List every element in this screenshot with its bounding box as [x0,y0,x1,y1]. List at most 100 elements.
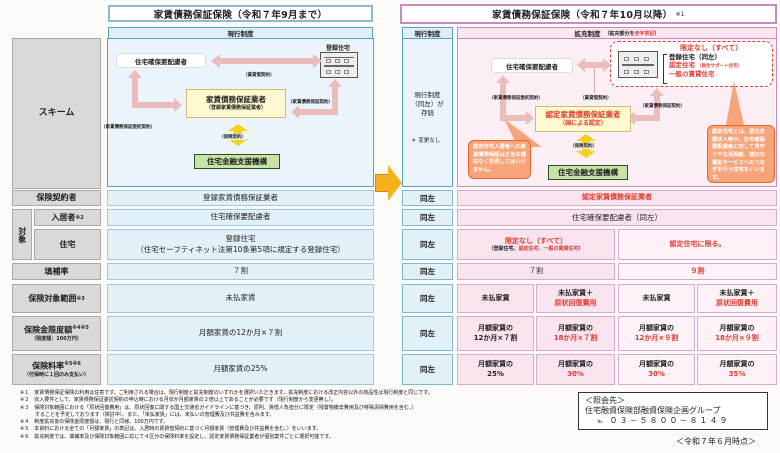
needing-person-box: 住宅確保要配慮者 [116,53,206,68]
row-label-limit: 保険金限度額※4※5 （限度額：100万円） [12,316,101,351]
right-scope-1: 未払家賃 [457,284,534,313]
right-scope-4: 未払家賃＋原状回復費用 [697,284,777,313]
right-housing-a: 限定なし（すべて） （登録住宅、認定住宅、一般の賃貸住宅） [457,229,615,260]
right-scheme-panel: 住宅確保要配慮者 限定なし（すべて） 登録住宅（同左） 認定住宅（居住サポート住… [457,38,777,187]
transition-arrow-icon [375,165,403,201]
right-coverage-rate-b: ９割 [618,263,777,280]
left-scheme-panel: 登録住宅 住宅確保要配慮者 （賃貸借契約） 家賃債務保証業者 （登録家賃債務保証… [101,38,374,187]
contact-dept: 住宅融資保険部融資保険企画グループ [585,406,721,415]
lease-line [594,68,595,93]
footnote-6: ※６ 拡充制度では、填補率及び保険対象範囲に応じて４区分の保険料率を設定し、認定… [20,433,334,440]
lease-arrow-new [583,62,605,68]
row-label-scheme: スキーム [12,38,101,189]
arrow-head-r3 [603,58,611,72]
footnotes: ※１ 家賃債務保証保険の利用は任意です。ご利用される場合は、現行制度と拡充制度の… [20,390,560,441]
needing-person-box-new: 住宅確保要配慮者 [491,58,573,73]
mid-contractor: 同左 [402,190,453,206]
certified-guarantor-box: 認定家賃債務保証業者 （国による認定） [535,106,631,132]
guarantee-arrow-h-new [634,115,660,121]
left-title: 家賃債務保証保険（令和７年9月まで） [108,5,373,22]
row-label-target: 対象 [12,209,32,260]
consignment-arrow-new [500,81,506,121]
right-contractor: 認定家賃債務保証業者 [457,190,777,206]
lease-label: （賃貸借契約） [243,73,275,78]
mid-scheme-text: 現行制度 [414,91,441,99]
left-scope: 未払家賃 [107,284,374,313]
lease-label-new: （賃貸借契約） [580,96,612,101]
building-icon-new [618,51,658,78]
arrow-head-up-2 [328,79,342,87]
agency-box: 住宅金融支援機構 [194,154,280,169]
consignment-label-new: （家賃債務保証委託契約） [489,96,543,101]
no-limit-label: 限定なし（すべて） [680,44,743,52]
footnote-5: ※５ 本資料における全ての「月額家賃」の表記は、入居時の賃貸借契約に基づく月額家… [20,426,322,433]
insurance-contract-label: （保険契約） [219,134,246,140]
row-label-tenant: 入居者※2 [34,209,101,226]
expansion-note: （拡充部分を赤字表記） [604,30,660,37]
callout-left: 認定住宅入居者への家賃債務保証は正当な理由なく拒否してはいけません。 [468,140,531,179]
consignment-arrow-h-new [500,115,528,121]
guarantee-arrow-new [654,95,660,121]
lease-arrow [218,58,316,64]
right-tenant: 住宅確保要配慮者（同左） [457,209,777,226]
footnote-3-cont: することを予定しております（検討中）。また、「未払家賃」には、未払いの管理費及び… [20,411,275,418]
footnote-2: ※２ 収入要件として、家賃債務保証委託契約の申込時における月収が月額家賃の２倍以… [20,397,337,404]
guarantee-arrow [332,85,338,115]
housing-list: 登録住宅（同左） 認定住宅（居住サポート住宅） 一般の賃貸住宅 [669,53,742,79]
as-of-date: ＜令和７年６月時点＞ [676,437,756,446]
consignment-label: （家賃債務保証委託契約） [101,125,155,130]
registered-housing-label: 登録住宅 [326,45,351,52]
arrow-head-up4 [650,88,664,96]
left-tenant: 住宅確保要配慮者 [107,209,374,226]
arrow-head-r4 [526,111,534,125]
right-scope-2: 未払家賃＋原状回復費用 [536,284,615,313]
mid-housing: 同左 [402,229,453,260]
guarantee-arrow-h [298,109,338,115]
arrow-head-right [313,54,322,68]
insurance-contract-label-new: （保険契約） [570,143,597,149]
agency-box-new: 住宅金融支援機構 [548,165,628,180]
left-housing: 登録住宅 （住宅セーフティネット法第10条第5項に規定する登録住宅） [107,229,374,260]
left-coverage-rate: ７割 [107,263,374,280]
right-title: 家賃債務保証保険（令和７年10月以降）※1 [400,4,777,24]
mid-premium: 同左 [402,354,453,385]
row-label-premium: 保険料率※5※6 （付保時に１回のみ支払い） [12,354,101,385]
callout-right: 認定住宅とは、居住支援法人等が、住宅確保要配慮者に対して見守りや生活相談、適切な… [707,125,775,183]
guarantor-box: 家賃債務保証業者 （登録家賃債務保証業者） [186,89,286,118]
left-premium: 月額家賃の25% [107,354,374,385]
housing-bracket [663,54,667,84]
row-label-housing: 住宅 [34,229,101,260]
arrow-head-l4 [627,111,635,125]
row-label-contractor: 保険契約者 [12,190,101,206]
row-label-coverage-rate: 填補率 [12,263,101,280]
footnote-4: ※４ 制度拡充後の保険金限度額は、現行と同様、100万円です。 [20,419,169,425]
arrow-head-left [211,54,220,68]
arrow-head-left-2 [291,105,299,119]
consignment-arrow [132,77,138,107]
contact-label: ＜照会先＞ [585,396,625,405]
guarantee-contract-label-new: （家賃債務保証契約） [640,104,685,109]
right-scope-3: 未払家賃 [618,284,695,313]
no-change-note: ＊ 変更なし [411,138,441,144]
mid-scope: 同左 [402,284,453,313]
left-limit: 月額家賃の12か月×７割 [107,316,374,351]
arrow-head-up3 [496,75,510,83]
footnote-3: ※３ 保険対象範囲における「原状回復費用」は、原状回復に関する国土交通省ガイドラ… [20,404,417,411]
callout-right-tail [726,81,744,125]
arrow-head-up [128,70,142,78]
building-icon [320,52,358,78]
mid-limit: 同左 [402,316,453,351]
mid-coverage-rate: 同左 [402,263,453,280]
arrow-head-right-2 [174,98,182,112]
left-contractor: 登録家賃債務保証業者 [107,190,374,206]
row-label-scope: 保険対象範囲※3 [12,284,101,313]
footnote-1: ※１ 家賃債務保証保険の利用は任意です。ご利用される場合は、現行制度と拡充制度の… [20,390,433,396]
